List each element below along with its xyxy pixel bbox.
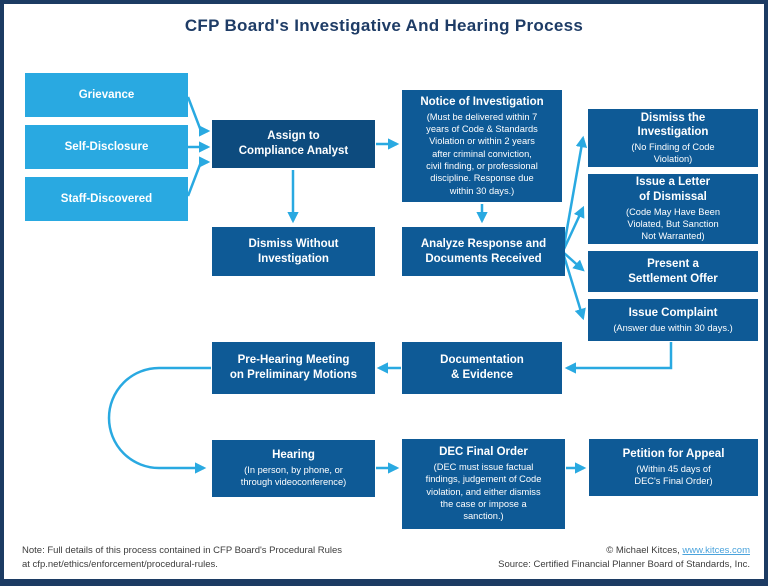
- node-sublabel: (Within 45 days of DEC's Final Order): [634, 464, 713, 487]
- node-label: Issue Complaint: [628, 307, 718, 319]
- node-staff-discovered: Staff-Discovered: [25, 177, 188, 221]
- node-label: Hearing: [272, 449, 315, 462]
- node-notice-of-investigation: Notice of Investigation (Must be deliver…: [402, 90, 562, 202]
- node-assign-to-compliance-analyst: Assign to Compliance Analyst: [212, 120, 375, 168]
- node-label: Petition for Appeal: [622, 448, 725, 461]
- node-sublabel: (No Finding of Code Violation): [631, 141, 715, 165]
- node-label: Pre-Hearing Meeting on Preliminary Motio…: [229, 354, 358, 381]
- page-title: CFP Board's Investigative And Hearing Pr…: [184, 16, 584, 35]
- node-prehearing-meeting: Pre-Hearing Meeting on Preliminary Motio…: [212, 342, 375, 394]
- node-label: Dismiss Without Investigation: [248, 237, 339, 265]
- node-label: Dismiss the Investigation: [637, 111, 709, 139]
- node-label: Present a Settlement Offer: [628, 257, 718, 285]
- copyright-text: © Michael Kitces,: [606, 545, 683, 557]
- arrow-analyze-to-letterdismissal: [562, 205, 585, 250]
- arrow-analyze-to-settlement: [563, 252, 585, 272]
- node-label: Staff-Discovered: [60, 192, 153, 205]
- node-sublabel: (In person, by phone, or through videoco…: [240, 465, 347, 488]
- node-grievance: Grievance: [25, 73, 188, 117]
- node-label: Grievance: [78, 88, 135, 101]
- node-dismiss-the-investigation: Dismiss the Investigation (No Finding of…: [588, 109, 758, 167]
- node-dismiss-without-investigation: Dismiss Without Investigation: [212, 227, 375, 276]
- node-label: Notice of Investigation: [420, 96, 544, 109]
- node-issue-letter-of-dismissal: Issue a Letter of Dismissal (Code May Ha…: [588, 174, 758, 244]
- node-sublabel: (DEC must issue factual findings, judgem…: [425, 462, 542, 522]
- node-label: Documentation & Evidence: [440, 354, 524, 381]
- copyright-line: © Michael Kitces, www.kitces.com: [498, 544, 750, 558]
- node-sublabel: (Must be delivered within 7 years of Cod…: [426, 111, 538, 196]
- arrow-analyze-to-complaint: [562, 255, 586, 321]
- node-label: DEC Final Order: [439, 446, 528, 459]
- footer-note: Note: Full details of this process conta…: [22, 545, 343, 571]
- node-dec-final-order: DEC Final Order (DEC must issue factual …: [402, 439, 565, 529]
- node-present-settlement-offer: Present a Settlement Offer: [588, 251, 758, 292]
- node-issue-complaint: Issue Complaint (Answer due within 30 da…: [588, 299, 758, 341]
- source-text: Source: Certified Financial Planner Boar…: [498, 559, 750, 571]
- footer-credits: © Michael Kitces, www.kitces.com Source:…: [498, 544, 750, 572]
- node-label: Self-Disclosure: [64, 140, 149, 153]
- node-analyze-response: Analyze Response and Documents Received: [402, 227, 565, 276]
- arrow-grievance-to-assign: [186, 96, 211, 137]
- node-documentation-evidence: Documentation & Evidence: [402, 342, 562, 394]
- node-hearing: Hearing (In person, by phone, or through…: [212, 440, 375, 497]
- arrow-complaint-to-documentation: [564, 342, 673, 374]
- node-label: Assign to Compliance Analyst: [238, 130, 349, 157]
- node-self-disclosure: Self-Disclosure: [25, 125, 188, 169]
- node-sublabel: (Answer due within 30 days.): [613, 322, 733, 333]
- node-label: Issue a Letter of Dismissal: [635, 176, 711, 204]
- node-sublabel: (Code May Have Been Violated, But Sancti…: [625, 206, 721, 242]
- arrow-prehearing-to-hearing-curve: [107, 366, 211, 474]
- kitces-link[interactable]: www.kitces.com: [682, 545, 750, 557]
- node-petition-for-appeal: Petition for Appeal (Within 45 days of D…: [589, 439, 758, 496]
- arrow-staffdiscovered-to-assign: [186, 156, 211, 197]
- node-label: Analyze Response and Documents Received: [420, 237, 547, 265]
- arrow-analyze-to-dismissinvestigation: [562, 135, 588, 247]
